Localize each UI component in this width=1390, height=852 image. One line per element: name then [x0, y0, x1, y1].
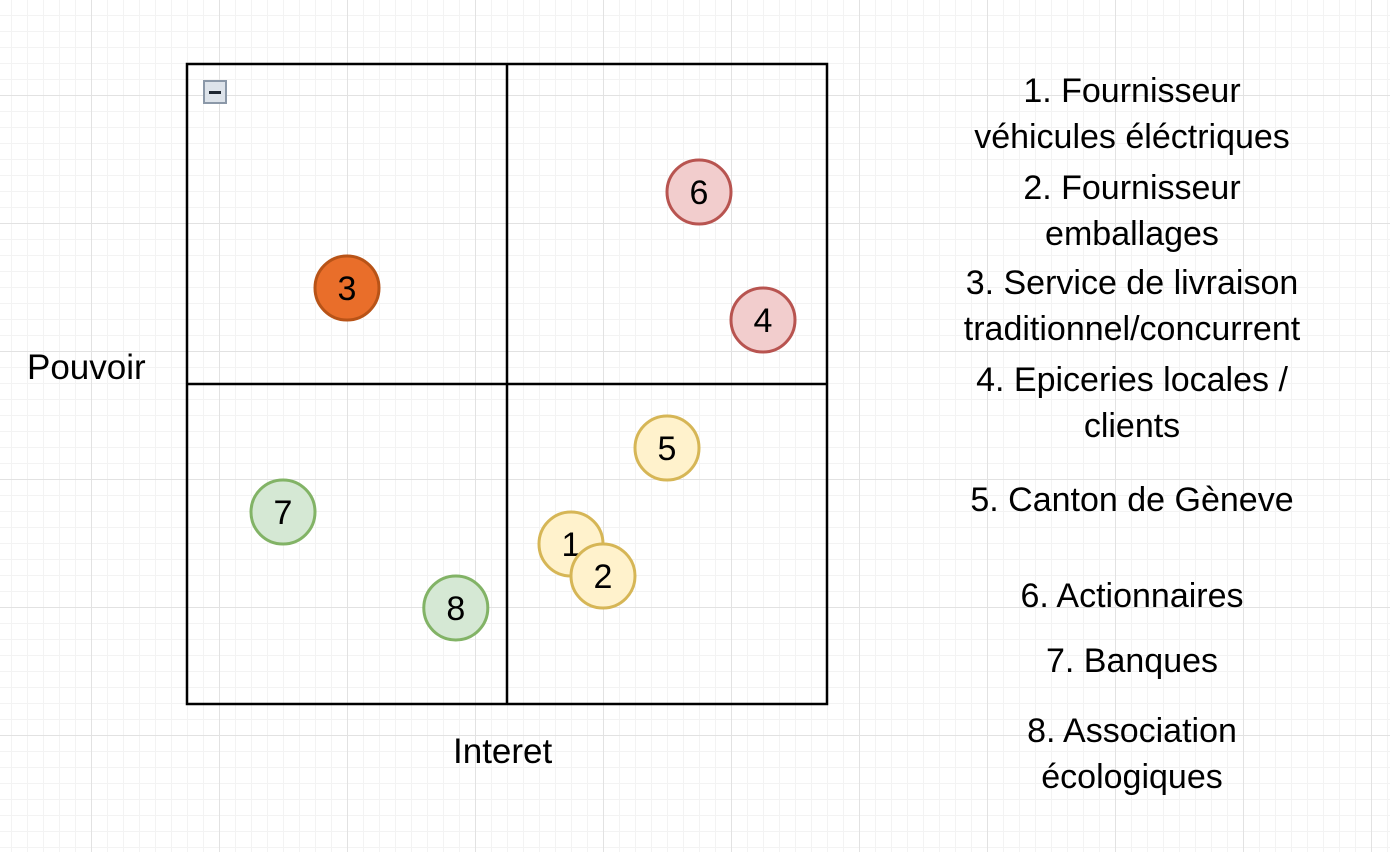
legend-item-4[interactable]: 4. Epiceries locales / clients: [912, 357, 1352, 449]
legend-item-7[interactable]: 7. Banques: [912, 638, 1352, 684]
legend-item-3[interactable]: 3. Service de livraison traditionnel/conc…: [912, 260, 1352, 352]
legend-item-text: traditionnel/concurrent: [963, 310, 1301, 348]
stakeholder-circle[interactable]: [633, 414, 701, 482]
stakeholder-node-3[interactable]: 3: [313, 254, 381, 322]
legend-item-text: 3. Service de livraison: [965, 264, 1299, 302]
stakeholder-circle[interactable]: [665, 158, 733, 226]
stakeholder-node-8[interactable]: 8: [422, 574, 490, 642]
stakeholder-number: 8: [446, 590, 465, 628]
legend-item-text: véhicules éléctriques: [974, 118, 1290, 156]
stakeholder-number: 2: [594, 558, 613, 596]
legend-item-text: emballages: [1045, 215, 1219, 253]
legend-item-1[interactable]: 1. Fournisseur véhicules éléctriques: [912, 68, 1352, 160]
stakeholder-circle[interactable]: [249, 478, 317, 546]
legend-item-5[interactable]: 5. Canton de Gèneve: [912, 477, 1352, 523]
stakeholder-number: 6: [690, 174, 709, 212]
legend-item-text: 1. Fournisseur: [1023, 72, 1241, 110]
legend-item-8[interactable]: 8. Association écologiques: [912, 708, 1352, 800]
legend-item-text: 7. Banques: [1045, 642, 1219, 680]
legend-item-text: 4. Epiceries locales /: [976, 361, 1288, 399]
legend-item-text: 5. Canton de Gèneve: [970, 481, 1294, 519]
stakeholder-node-2[interactable]: 2: [569, 542, 637, 610]
stakeholder-number: 7: [274, 494, 293, 532]
legend-item-text: clients: [1083, 407, 1181, 445]
collapse-button[interactable]: [203, 80, 227, 104]
stakeholder-node-5[interactable]: 5: [633, 414, 701, 482]
x-axis-label: Interet: [453, 732, 553, 771]
stakeholder-circle[interactable]: [313, 254, 381, 322]
stakeholder-circle[interactable]: [729, 286, 797, 354]
stakeholder-nodes: 12 3 4 5 6 7 8: [249, 158, 797, 642]
stakeholder-number: 4: [754, 302, 773, 340]
stakeholder-node-6[interactable]: 6: [665, 158, 733, 226]
stakeholder-circle[interactable]: [422, 574, 490, 642]
y-axis-label: Pouvoir: [27, 348, 146, 387]
legend-item-text: 8. Association: [1027, 712, 1237, 750]
stakeholder-number: 3: [338, 270, 357, 308]
stakeholder-circle[interactable]: [569, 542, 637, 610]
legend-item-6[interactable]: 6. Actionnaires: [912, 573, 1352, 619]
legend-item-text: écologiques: [1041, 758, 1223, 796]
stakeholder-number: 5: [658, 430, 677, 468]
legend-item-2[interactable]: 2. Fournisseur emballages: [912, 165, 1352, 257]
legend-item-text: 2. Fournisseur: [1023, 169, 1241, 207]
legend-item-text: 6. Actionnaires: [1020, 577, 1244, 615]
stakeholder-node-7[interactable]: 7: [249, 478, 317, 546]
stakeholder-node-4[interactable]: 4: [729, 286, 797, 354]
stakeholder-number: 1: [562, 526, 581, 564]
